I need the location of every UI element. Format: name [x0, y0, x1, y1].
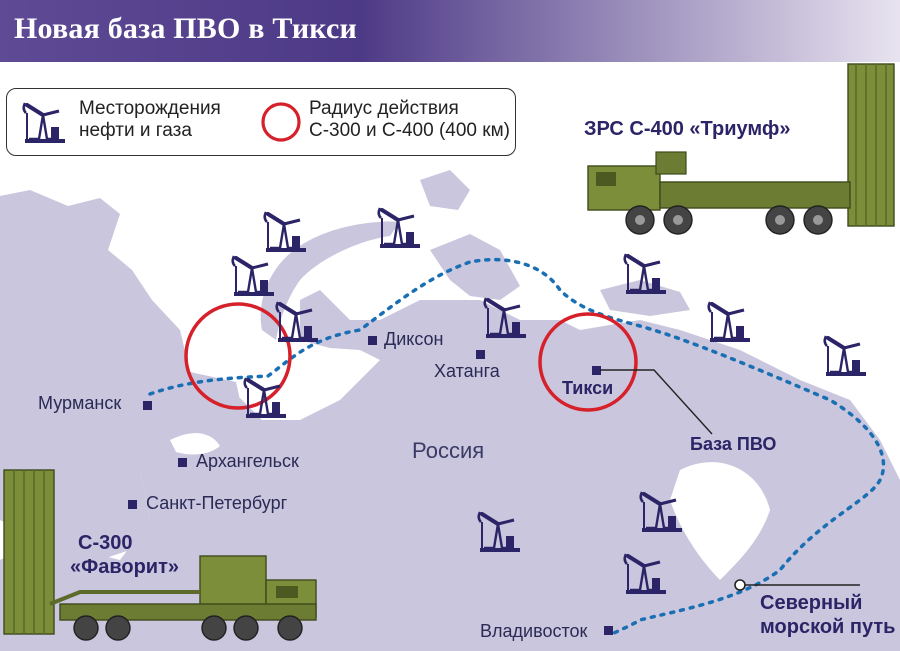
page-title: Новая база ПВО в Тикси [14, 12, 358, 45]
title-banner: Новая база ПВО в Тикси [0, 0, 900, 62]
country-label: Россия [412, 438, 485, 463]
city-marker-icon [604, 626, 613, 635]
city-marker-icon [476, 350, 485, 359]
missile-launcher-icon [3, 469, 317, 641]
s400-label: ЗРС С-400 «Триумф» [584, 118, 791, 140]
base-label: База ПВО [690, 434, 777, 454]
sea-white [170, 433, 220, 455]
city-label-murmansk: Мурманск [38, 393, 122, 413]
nsr-label-line1: Северный [760, 592, 863, 614]
city-marker-icon [368, 336, 377, 345]
sea-okhotsk [670, 462, 770, 580]
radius-circle-icon [184, 302, 292, 410]
city-label-tiksi: Тикси [562, 378, 614, 398]
oil-derrick-icon [706, 300, 752, 344]
city-marker-icon [178, 458, 187, 467]
land-kamchatka [770, 470, 860, 600]
city-label-vladivostok: Владивосток [480, 621, 588, 641]
route-marker-icon [734, 579, 746, 591]
land-franz-josef [420, 170, 470, 210]
oil-derrick-icon [230, 254, 276, 298]
oil-derrick-icon [21, 101, 67, 145]
oil-derrick-icon [822, 334, 868, 378]
radius-circle-icon [261, 102, 301, 142]
legend: Месторождения нефти и газа Радиус действ… [6, 88, 516, 156]
s300-label-line1: С-300 [78, 532, 133, 554]
city-marker-icon [143, 401, 152, 410]
legend-oil-label: Месторождения нефти и газа [79, 98, 221, 141]
oil-derrick-icon [262, 210, 308, 254]
city-marker-icon [592, 366, 601, 375]
s300-label-line2: «Фаворит» [70, 556, 179, 578]
radius-circle-icon [538, 312, 638, 412]
land-severnaya-zemlya [430, 234, 520, 300]
northern-sea-route [148, 257, 886, 636]
city-label-spb: Санкт-Петербург [146, 493, 288, 513]
city-label-dikson: Диксон [384, 329, 444, 349]
city-label-arkhangelsk: Архангельск [196, 451, 299, 471]
missile-launcher-icon [587, 63, 895, 235]
legend-radius-label: Радиус действия С-300 и С-400 (400 км) [309, 98, 510, 141]
nsr-label-line2: морской путь [760, 616, 896, 638]
city-marker-icon [128, 500, 137, 509]
base-leader-line [600, 369, 713, 435]
land-arctic-islands-east [600, 280, 690, 316]
land-europe [0, 190, 240, 560]
city-label-khatanga: Хатанга [434, 361, 500, 381]
